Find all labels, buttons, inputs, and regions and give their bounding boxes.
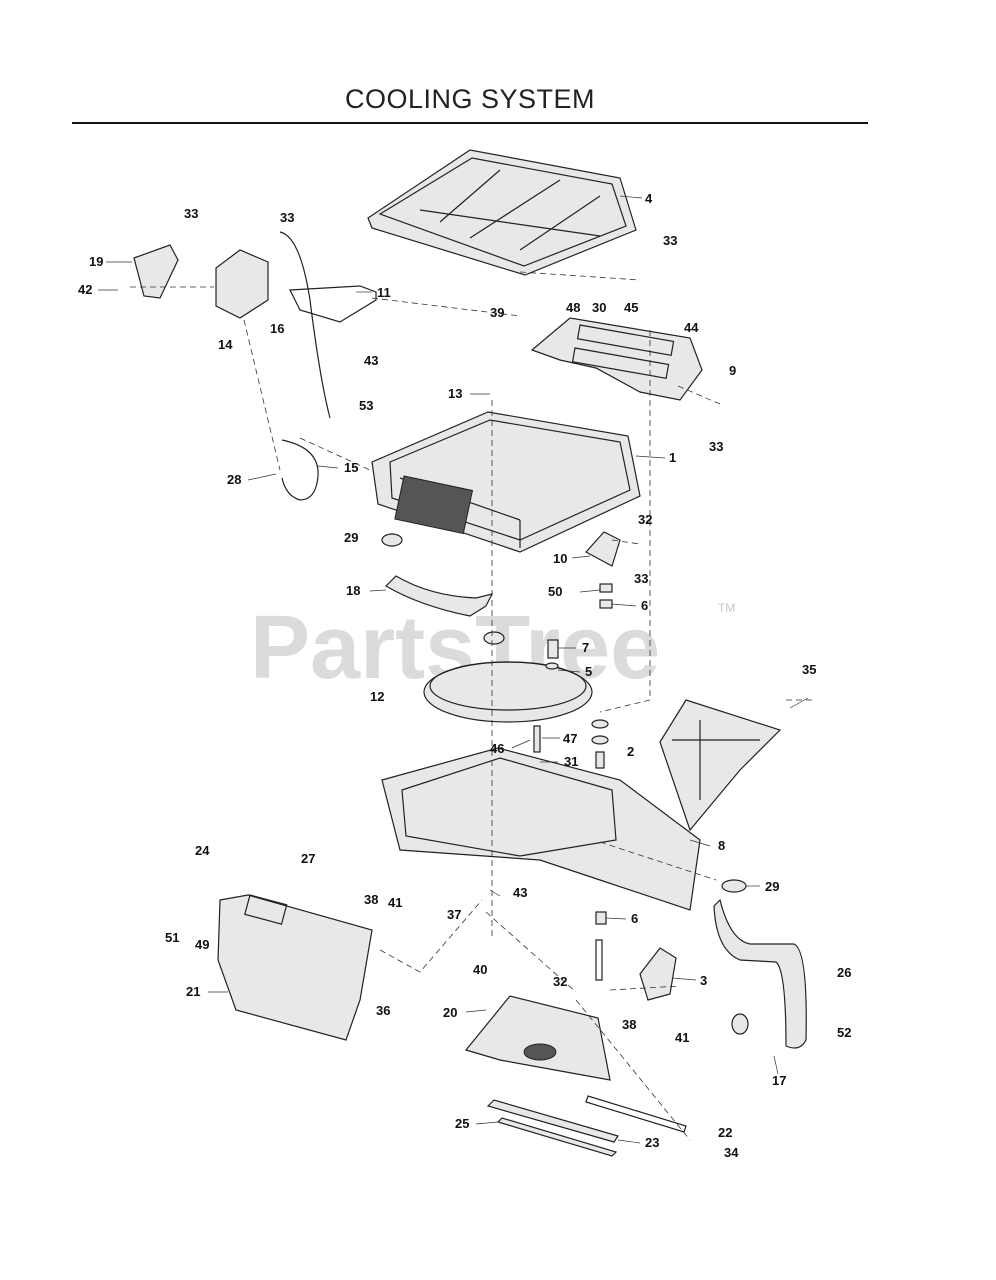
callout-label: 33 [663, 233, 677, 248]
callout-label: 17 [772, 1073, 786, 1088]
callout-label: 37 [447, 907, 461, 922]
callout-label: 6 [631, 911, 638, 926]
callout-label: 29 [344, 530, 358, 545]
callout-label: 33 [634, 571, 648, 586]
callout-label: 7 [582, 640, 589, 655]
callout-label: 27 [301, 851, 315, 866]
callout-label: 29 [765, 879, 779, 894]
callout-label: 33 [709, 439, 723, 454]
part-lower-shield [217, 894, 373, 1041]
callout-label: 43 [364, 353, 378, 368]
callout-label: 20 [443, 1005, 457, 1020]
part-screen-grille [367, 149, 637, 276]
callout-label: 33 [184, 206, 198, 221]
part-bracket-9 [530, 317, 703, 401]
callout-label: 38 [622, 1017, 636, 1032]
callout-label: 22 [718, 1125, 732, 1140]
callout-label: 33 [280, 210, 294, 225]
callout-label: 4 [645, 191, 653, 206]
callout-label: 9 [729, 363, 736, 378]
callout-label: 10 [553, 551, 567, 566]
callout-label: 5 [585, 664, 592, 679]
callout-label: 28 [227, 472, 241, 487]
callout-label: 1 [669, 450, 676, 465]
callout-label: 19 [89, 254, 103, 269]
callout-label: 36 [376, 1003, 390, 1018]
callout-label: 26 [837, 965, 851, 980]
callout-label: 32 [553, 974, 567, 989]
part-bottom-plate [464, 995, 611, 1081]
callout-label: 51 [165, 930, 179, 945]
callout-label: 3 [700, 973, 707, 988]
assembly-lines [130, 271, 812, 1141]
part-radiator [371, 411, 641, 553]
part-lower-frame [381, 747, 701, 911]
callout-label: 34 [724, 1145, 739, 1160]
callout-label: 14 [218, 337, 233, 352]
callout-label: 42 [78, 282, 92, 297]
part-fasteners [381, 533, 749, 1035]
callout-label: 23 [645, 1135, 659, 1150]
callout-label: 41 [675, 1030, 689, 1045]
callout-label: 48 [566, 300, 580, 315]
callout-label: 52 [837, 1025, 851, 1040]
callout-label: 24 [195, 843, 210, 858]
callout-label: 12 [370, 689, 384, 704]
callout-label: 47 [563, 731, 577, 746]
callout-label: 6 [641, 598, 648, 613]
callout-label: 16 [270, 321, 284, 336]
callout-label: 18 [346, 583, 360, 598]
watermark-trademark: TM [718, 601, 735, 615]
callout-label: 38 [364, 892, 378, 907]
callout-label: 44 [684, 320, 699, 335]
callout-label: 50 [548, 584, 562, 599]
callout-label: 40 [473, 962, 487, 977]
callout-label: 35 [802, 662, 816, 677]
page-title: COOLING SYSTEM [344, 84, 596, 114]
part-fan-ring [423, 661, 593, 723]
callout-label: 41 [388, 895, 402, 910]
callout-label: 8 [718, 838, 725, 853]
callout-label: 21 [186, 984, 200, 999]
part-small-brackets [585, 531, 677, 1001]
title-rule [72, 122, 868, 124]
callout-label: 2 [627, 744, 634, 759]
callout-label: 45 [624, 300, 638, 315]
part-reservoir [133, 244, 377, 323]
callout-label: 25 [455, 1116, 469, 1131]
callout-label: 39 [490, 305, 504, 320]
callout-label: 53 [359, 398, 373, 413]
callout-label: 13 [448, 386, 462, 401]
callout-label: 49 [195, 937, 209, 952]
part-side-duct [659, 699, 782, 832]
callout-label: 30 [592, 300, 606, 315]
callout-label: 43 [513, 885, 527, 900]
part-bars [486, 1095, 687, 1157]
callout-label: 15 [344, 460, 358, 475]
callout-label: 31 [564, 754, 578, 769]
callout-label: 32 [638, 512, 652, 527]
leader-lines [98, 195, 809, 1144]
callout-label: 46 [490, 741, 504, 756]
callout-label: 11 [377, 285, 391, 300]
callout-labels: 1 2 3 4 5 6 6 7 8 9 10 11 12 13 14 15 16… [78, 191, 851, 1160]
